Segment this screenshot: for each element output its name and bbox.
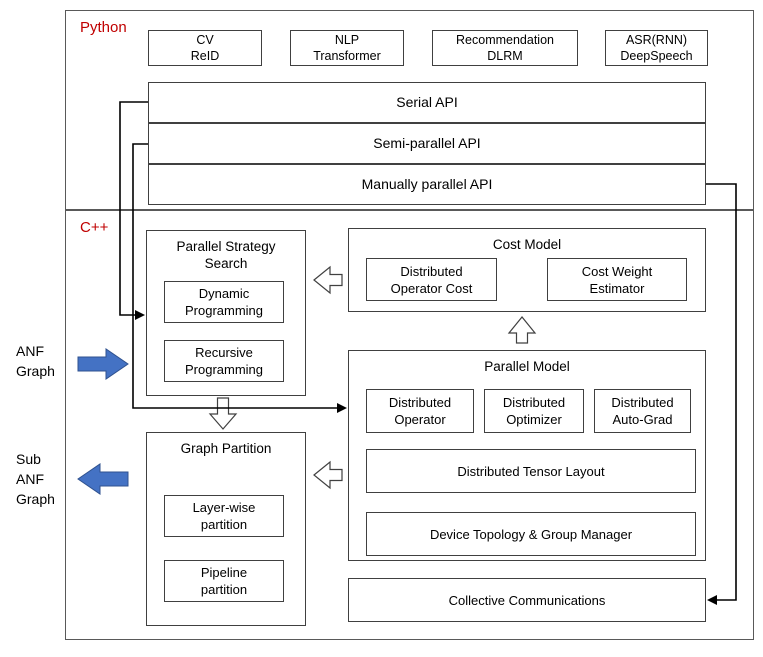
- dynamic-programming-box: Dynamic Programming: [164, 281, 284, 323]
- serial-api-bar: Serial API: [148, 82, 706, 123]
- sub-anf-graph-label-line2: ANF: [16, 471, 44, 487]
- collective-communications-bar: Collective Communications: [348, 578, 706, 622]
- device-topology-group-manager-bar: Device Topology & Group Manager: [366, 512, 696, 556]
- cost-weight-estimator-box: Cost Weight Estimator: [547, 258, 687, 301]
- app-cv-line2: ReID: [190, 49, 220, 63]
- cpp-section-label: C++: [80, 219, 109, 236]
- app-asr-line2: DeepSpeech: [620, 49, 693, 63]
- anf-graph-label-line2: Graph: [16, 363, 55, 379]
- pipeline-partition-box: Pipeline partition: [164, 560, 284, 602]
- distributed-auto-grad-box: Distributed Auto-Grad: [594, 389, 691, 433]
- sub-anf-graph-label: Sub ANF Graph: [16, 449, 55, 509]
- app-box-asr-deepspeech: ASR(RNN) DeepSpeech: [605, 30, 708, 66]
- distributed-optimizer-box: Distributed Optimizer: [484, 389, 584, 433]
- sub-anf-graph-label-line3: Graph: [16, 491, 55, 507]
- semi-parallel-api-bar: Semi-parallel API: [148, 123, 706, 164]
- recursive-programming-box: Recursive Programming: [164, 340, 284, 382]
- app-cv-line1: CV: [196, 33, 214, 47]
- app-box-recommendation-dlrm: Recommendation DLRM: [432, 30, 578, 66]
- parallel-model-title: Parallel Model: [484, 359, 570, 374]
- distributed-tensor-layout-bar: Distributed Tensor Layout: [366, 449, 696, 493]
- app-rec-line2: DLRM: [487, 49, 523, 63]
- layer-wise-partition-box: Layer-wise partition: [164, 495, 284, 537]
- parallel-strategy-search-title: Parallel Strategy Search: [176, 239, 276, 271]
- distributed-operator-box: Distributed Operator: [366, 389, 474, 433]
- python-section-label: Python: [80, 19, 127, 36]
- anf-graph-label-line1: ANF: [16, 343, 44, 359]
- sub-anf-graph-label-line1: Sub: [16, 451, 41, 467]
- distributed-operator-cost-box: Distributed Operator Cost: [366, 258, 497, 301]
- app-nlp-line2: Transformer: [313, 49, 381, 63]
- graph-partition-title: Graph Partition: [180, 441, 272, 456]
- anf-graph-label: ANF Graph: [16, 341, 55, 381]
- app-box-cv-reid: CV ReID: [148, 30, 262, 66]
- manually-parallel-api-bar: Manually parallel API: [148, 164, 706, 205]
- app-asr-line1: ASR(RNN): [625, 33, 688, 47]
- cost-model-title: Cost Model: [492, 237, 562, 252]
- app-box-nlp-transformer: NLP Transformer: [290, 30, 404, 66]
- app-nlp-line1: NLP: [334, 33, 360, 47]
- app-rec-line1: Recommendation: [456, 33, 554, 47]
